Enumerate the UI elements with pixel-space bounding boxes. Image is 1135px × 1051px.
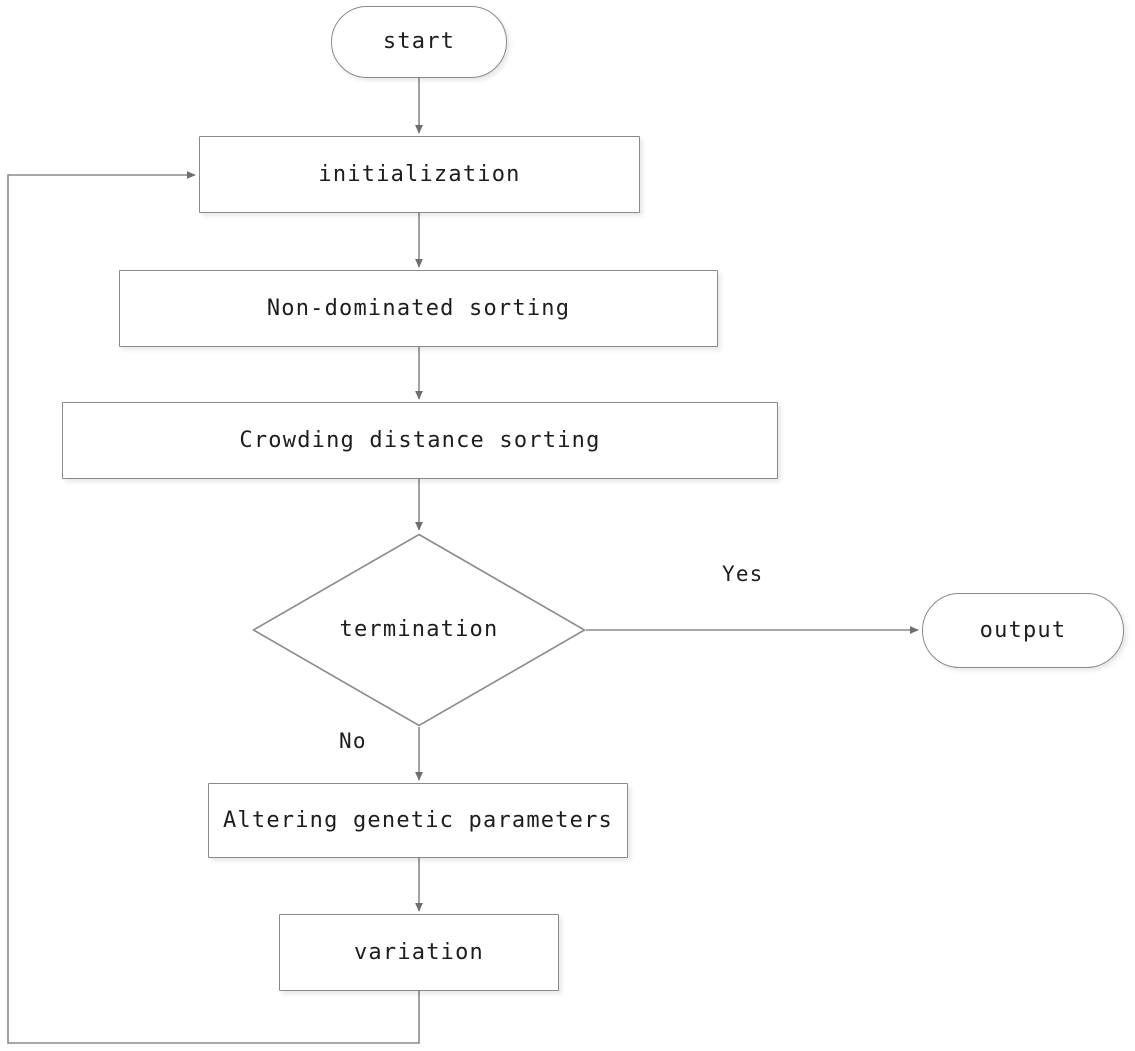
flow-edge-label-no: No bbox=[339, 729, 367, 753]
flow-node-label-initialization: initialization bbox=[318, 161, 521, 187]
flow-edge-label-yes: Yes bbox=[722, 562, 764, 586]
flow-node-output[interactable]: output bbox=[922, 593, 1124, 668]
flow-node-label-output: output bbox=[979, 617, 1067, 643]
flow-node-cds[interactable]: Crowding distance sorting bbox=[62, 402, 778, 479]
flow-node-label-start: start bbox=[382, 29, 456, 54]
flow-node-altering[interactable]: Altering genetic parameters bbox=[208, 783, 628, 858]
flow-node-label-altering: Altering genetic parameters bbox=[222, 807, 614, 833]
flow-node-nds[interactable]: Non-dominated sorting bbox=[119, 270, 718, 347]
flow-node-label-nds: Non-dominated sorting bbox=[266, 295, 571, 321]
flow-node-initialization[interactable]: initialization bbox=[199, 136, 640, 213]
flow-node-termination[interactable]: termination bbox=[252, 533, 586, 727]
diamond-shape bbox=[252, 533, 586, 727]
flow-node-label-termination: termination bbox=[339, 617, 499, 642]
flow-node-label-variation: variation bbox=[353, 939, 484, 965]
flow-node-variation[interactable]: variation bbox=[279, 914, 559, 991]
flow-node-start[interactable]: start bbox=[331, 6, 507, 78]
flow-node-label-cds: Crowding distance sorting bbox=[239, 427, 601, 453]
